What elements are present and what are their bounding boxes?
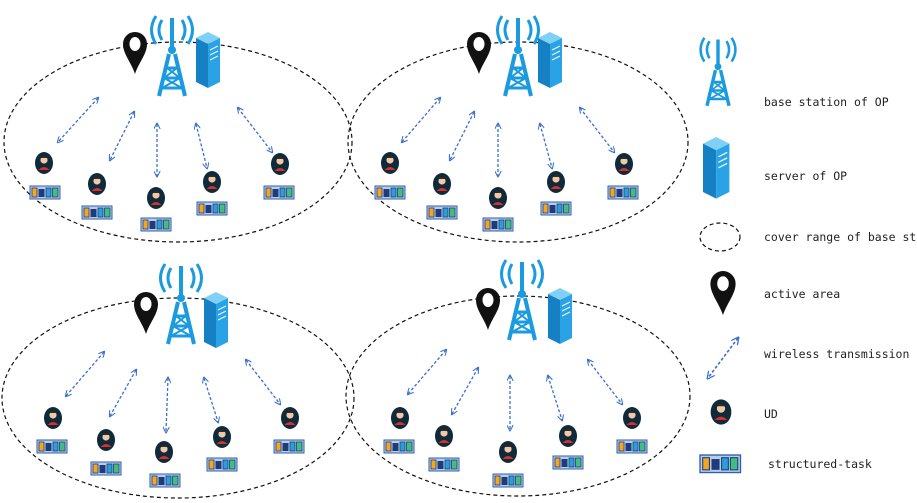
legend-item-cover-range: cover range of base station bbox=[699, 222, 917, 252]
user-device-icon bbox=[381, 152, 399, 174]
user-device-icon bbox=[391, 407, 409, 429]
structured-task-icon bbox=[374, 185, 406, 200]
user-device-icon bbox=[147, 187, 165, 209]
structured-task-icon bbox=[616, 439, 648, 454]
server-icon bbox=[203, 291, 229, 349]
structured-task-icon bbox=[699, 454, 742, 474]
legend-label-base-station: base station of OP bbox=[764, 95, 889, 109]
structured-task-icon bbox=[90, 461, 122, 476]
legend-item-server: server of OP bbox=[702, 136, 847, 200]
base-station-icon bbox=[158, 262, 204, 346]
server-icon bbox=[702, 136, 731, 200]
cover-range-icon bbox=[699, 222, 741, 252]
base-station-icon bbox=[499, 258, 545, 342]
base-station-icon bbox=[149, 14, 195, 98]
cell-top-left bbox=[3, 14, 353, 243]
structured-task-icon bbox=[196, 201, 228, 216]
user-device-icon bbox=[547, 171, 565, 193]
location-pin-icon bbox=[134, 292, 158, 334]
legend-label-cover-range: cover range of base station bbox=[764, 230, 917, 244]
cover-range-ellipse bbox=[1, 297, 355, 499]
user-device-icon bbox=[559, 425, 577, 447]
structured-task-icon bbox=[29, 185, 61, 200]
location-pin-icon bbox=[467, 32, 491, 74]
user-device-icon bbox=[499, 441, 517, 463]
wireless-arrows bbox=[58, 98, 272, 176]
user-device-icon bbox=[44, 407, 62, 429]
legend-label-active-area: active area bbox=[764, 287, 840, 301]
structured-task-icon bbox=[482, 217, 514, 232]
legend-item-wireless: wireless transmission bbox=[708, 338, 909, 378]
user-device-icon bbox=[623, 407, 641, 429]
base-station-icon bbox=[698, 36, 738, 108]
structured-task-icon bbox=[206, 457, 238, 472]
location-pin-icon bbox=[476, 288, 500, 330]
legend-item-ud: UD bbox=[710, 399, 778, 425]
user-device-icon bbox=[435, 425, 453, 447]
structured-task-icon bbox=[607, 185, 639, 200]
structured-task-icon bbox=[428, 457, 460, 472]
server-icon bbox=[547, 287, 573, 345]
base-station-icon bbox=[495, 14, 541, 98]
legend-label-task: structured-task bbox=[768, 457, 872, 471]
structured-task-icon bbox=[81, 205, 113, 220]
user-device-icon bbox=[88, 173, 106, 195]
legend-label-ud: UD bbox=[764, 407, 778, 421]
cell-bottom-left bbox=[1, 262, 355, 499]
legend-item-task: structured-task bbox=[699, 454, 872, 474]
user-device-icon bbox=[35, 152, 53, 174]
structured-task-icon bbox=[36, 439, 68, 454]
legend-label-wireless: wireless transmission bbox=[764, 347, 909, 361]
user-device-icon bbox=[271, 153, 289, 175]
user-device-icon bbox=[710, 399, 732, 425]
user-device-icon bbox=[203, 171, 221, 193]
user-device-icon bbox=[489, 187, 507, 209]
structured-task-icon bbox=[149, 473, 181, 488]
legend: base station of OP server of OP cover ra… bbox=[698, 36, 917, 474]
user-device-icon bbox=[615, 153, 633, 175]
cell-bottom-right bbox=[345, 258, 691, 497]
user-device-icon bbox=[155, 441, 173, 463]
double-arrow-icon bbox=[708, 338, 738, 378]
wireless-arrows bbox=[66, 352, 280, 432]
structured-task-icon bbox=[273, 439, 305, 454]
server-icon bbox=[195, 31, 221, 89]
location-pin-icon bbox=[710, 271, 736, 316]
legend-item-active-area: active area bbox=[710, 271, 840, 316]
user-device-icon bbox=[213, 426, 231, 448]
user-device-icon bbox=[281, 407, 299, 429]
cell-top-right bbox=[347, 14, 689, 243]
structured-task-icon bbox=[383, 439, 415, 454]
structured-task-icon bbox=[492, 473, 524, 488]
cover-range-ellipse bbox=[345, 295, 691, 497]
user-device-icon bbox=[97, 429, 115, 451]
structured-task-icon bbox=[540, 201, 572, 216]
structured-task-icon bbox=[263, 185, 295, 200]
structured-task-icon bbox=[426, 205, 458, 220]
cover-range-ellipse bbox=[3, 41, 353, 243]
legend-item-base-station: base station of OP bbox=[698, 36, 889, 109]
wireless-arrows bbox=[402, 98, 614, 176]
structured-task-icon bbox=[140, 217, 172, 232]
structured-task-icon bbox=[552, 455, 584, 470]
user-device-icon bbox=[433, 173, 451, 195]
wireless-arrows bbox=[408, 350, 622, 430]
location-pin-icon bbox=[123, 32, 147, 74]
server-icon bbox=[537, 31, 563, 89]
legend-label-server: server of OP bbox=[764, 169, 847, 183]
